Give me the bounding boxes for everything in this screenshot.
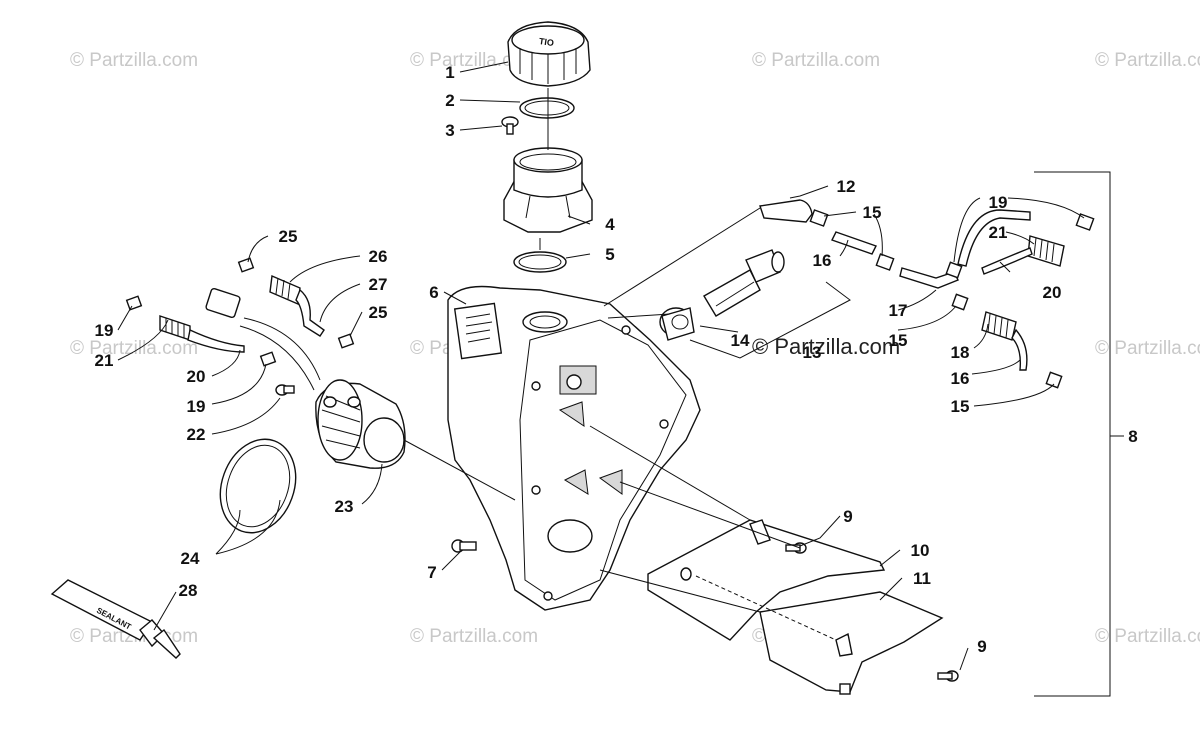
callout-19: 19 xyxy=(95,321,114,340)
left-hoses xyxy=(125,257,355,391)
watermark-center: © Partzilla.com xyxy=(752,334,900,359)
callout-15: 15 xyxy=(889,331,908,350)
callout-16: 16 xyxy=(813,251,832,270)
callout-10: 10 xyxy=(911,541,930,560)
screw-3 xyxy=(501,116,519,135)
callout-20: 20 xyxy=(1043,283,1062,302)
callout-9: 9 xyxy=(977,637,986,656)
callout-2: 2 xyxy=(445,91,454,110)
cap-label: TIO xyxy=(538,36,554,48)
watermark: © Partzilla.com xyxy=(70,50,198,71)
callout-21: 21 xyxy=(989,223,1008,242)
callout-15: 15 xyxy=(863,203,882,222)
bolt-7 xyxy=(451,539,477,553)
callout-28: 28 xyxy=(179,581,198,600)
shield-10 xyxy=(647,519,886,641)
callout-7: 7 xyxy=(427,563,436,582)
bolt-22 xyxy=(275,384,295,396)
callout-25: 25 xyxy=(279,227,298,246)
callout-14: 14 xyxy=(731,331,750,350)
fuel-tank xyxy=(447,285,701,611)
callout-19: 19 xyxy=(989,193,1008,212)
callout-19: 19 xyxy=(187,397,206,416)
watermark: © Partzilla.com xyxy=(410,50,538,71)
watermark: © Partzilla.com xyxy=(70,338,198,359)
callout-3: 3 xyxy=(445,121,454,140)
watermark: © Partzilla.com xyxy=(752,50,880,71)
callout-18: 18 xyxy=(951,343,970,362)
pump-gasket xyxy=(219,438,297,534)
callout-11: 11 xyxy=(913,569,931,588)
callout-15: 15 xyxy=(951,397,970,416)
filler-neck xyxy=(503,147,593,233)
callout-26: 26 xyxy=(369,247,388,266)
screw-9-lower xyxy=(937,670,959,682)
sealant-tube: SEALANT xyxy=(50,579,181,659)
vent-valve xyxy=(703,249,785,317)
callout-8: 8 xyxy=(1128,427,1137,446)
watermark: © Partzilla.com xyxy=(1095,626,1200,647)
watermark: © Partzilla.com xyxy=(410,626,538,647)
callout-25: 25 xyxy=(369,303,388,322)
vent-fitting xyxy=(659,307,695,341)
callout-27: 27 xyxy=(369,275,388,294)
callout-17: 17 xyxy=(889,301,908,320)
right-hoses xyxy=(759,199,1095,389)
callout-22: 22 xyxy=(187,425,206,444)
callout-24: 24 xyxy=(181,549,200,568)
callout-20: 20 xyxy=(187,367,206,386)
o-ring-2 xyxy=(519,97,575,119)
callout-6: 6 xyxy=(429,283,438,302)
callout-5: 5 xyxy=(605,245,614,264)
callout-numbers: 1 2 3 4 5 6 7 8 9 9 10 11 12 13 14 15 15… xyxy=(95,63,1138,656)
watermark: © Partzilla.com xyxy=(1095,338,1200,359)
callout-13: 13 xyxy=(803,343,822,362)
callout-1: 1 xyxy=(445,63,454,82)
callout-16: 16 xyxy=(951,369,970,388)
callout-4: 4 xyxy=(605,215,615,234)
fuel-pump xyxy=(315,379,406,469)
fuel-cap: TIO xyxy=(507,21,591,87)
callout-12: 12 xyxy=(837,177,856,196)
callout-9: 9 xyxy=(843,507,852,526)
leader-lines xyxy=(117,61,1124,697)
shield-11 xyxy=(759,591,944,695)
callout-23: 23 xyxy=(335,497,354,516)
callout-21: 21 xyxy=(95,351,114,370)
watermark: © Partzilla.com xyxy=(1095,50,1200,71)
